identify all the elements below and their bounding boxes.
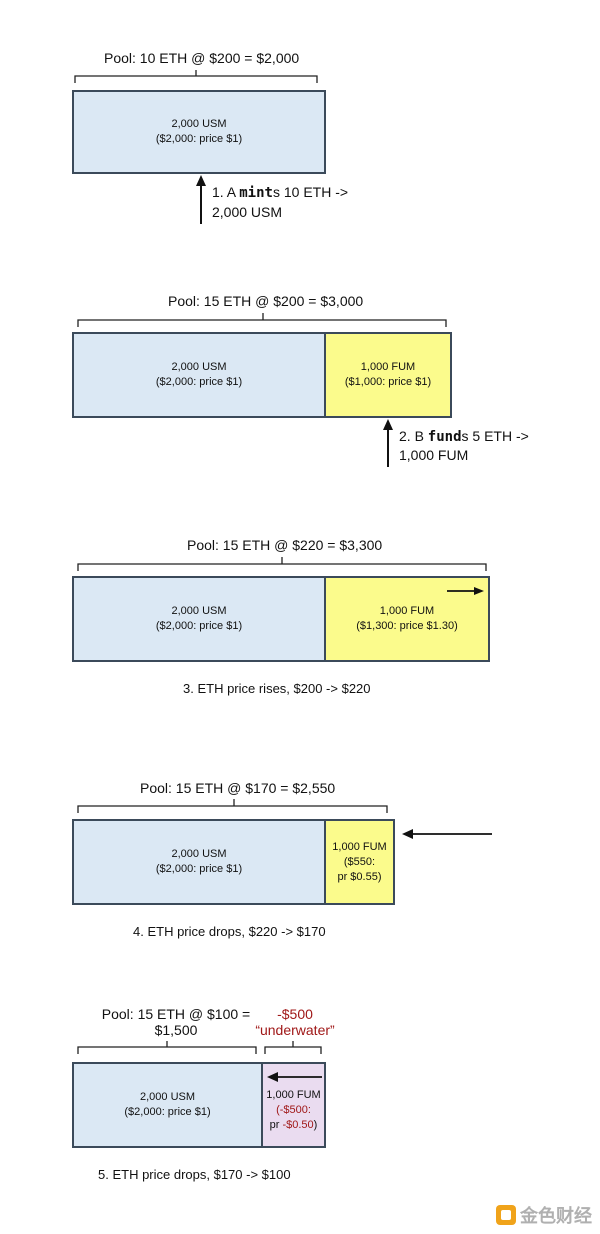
usm-amount: 2,000 USM — [139, 1091, 196, 1103]
action-text: 2. B funds 5 ETH -> — [399, 428, 529, 445]
fum-price: pr $0.55) — [337, 870, 382, 883]
step-caption: 3. ETH price rises, $200 -> $220 — [183, 681, 371, 696]
fum-amount: 1,000 FUM — [360, 361, 416, 373]
fum-amount: 1,000 FUM — [379, 605, 435, 617]
underwater-label: -$500 “underwater” — [255, 1006, 335, 1038]
usm-value: ($2,000: price $1) — [155, 863, 243, 875]
watermark-text: 金色财经 — [520, 1206, 592, 1226]
action-text-line2: 1,000 FUM — [399, 447, 469, 463]
watermark: 金色财经 — [496, 1202, 592, 1228]
fum-amount: 1,000 FUM — [332, 840, 387, 853]
usm-block: 2,000 USM ($2,000: price $1) — [72, 90, 326, 174]
usm-amount: 2,000 USM — [171, 361, 227, 373]
usm-value: ($2,000: price $1) — [124, 1106, 211, 1118]
fum-value: (-$500: — [276, 1103, 311, 1116]
usm-block: 2,000 USM ($2,000: price $1) — [72, 332, 326, 418]
usm-amount: 2,000 USM — [171, 118, 227, 130]
action-text-line2: 2,000 USM — [212, 204, 283, 220]
pool-label: Pool: 15 ETH @ $100 = $1,500 — [101, 1006, 251, 1038]
fum-block: 1,000 FUM ($550: pr $0.55) — [324, 819, 395, 905]
pool-label: Pool: 15 ETH @ $170 = $2,550 — [140, 780, 336, 796]
action-text: 1. A mints 10 ETH -> — [212, 184, 349, 201]
step-caption: 5. ETH price drops, $170 -> $100 — [98, 1167, 291, 1182]
usm-block: 2,000 USM ($2,000: price $1) — [72, 1062, 263, 1148]
fum-price: pr -$0.50) — [269, 1118, 318, 1131]
usm-block: 2,000 USM ($2,000: price $1) — [72, 576, 326, 662]
usm-amount: 2,000 USM — [171, 848, 227, 860]
usm-value: ($2,000: price $1) — [155, 376, 243, 388]
pool-label: Pool: 10 ETH @ $200 = $2,000 — [104, 50, 300, 66]
pool-label: Pool: 15 ETH @ $220 = $3,300 — [187, 537, 383, 553]
usm-value: ($2,000: price $1) — [155, 620, 243, 632]
usm-value: ($2,000: price $1) — [155, 133, 243, 145]
usm-amount: 2,000 USM — [171, 605, 227, 617]
fum-amount: 1,000 FUM — [266, 1088, 321, 1101]
fum-block: 1,000 FUM ($1,000: price $1) — [324, 332, 452, 418]
usm-block: 2,000 USM ($2,000: price $1) — [72, 819, 326, 905]
fum-value: ($1,000: price $1) — [344, 376, 432, 388]
fum-value: ($550: — [343, 855, 376, 868]
step-caption: 4. ETH price drops, $220 -> $170 — [133, 924, 326, 939]
logo-icon — [496, 1205, 516, 1225]
fum-value: ($1,300: price $1.30) — [356, 620, 458, 632]
pool-label: Pool: 15 ETH @ $200 = $3,000 — [168, 293, 364, 309]
